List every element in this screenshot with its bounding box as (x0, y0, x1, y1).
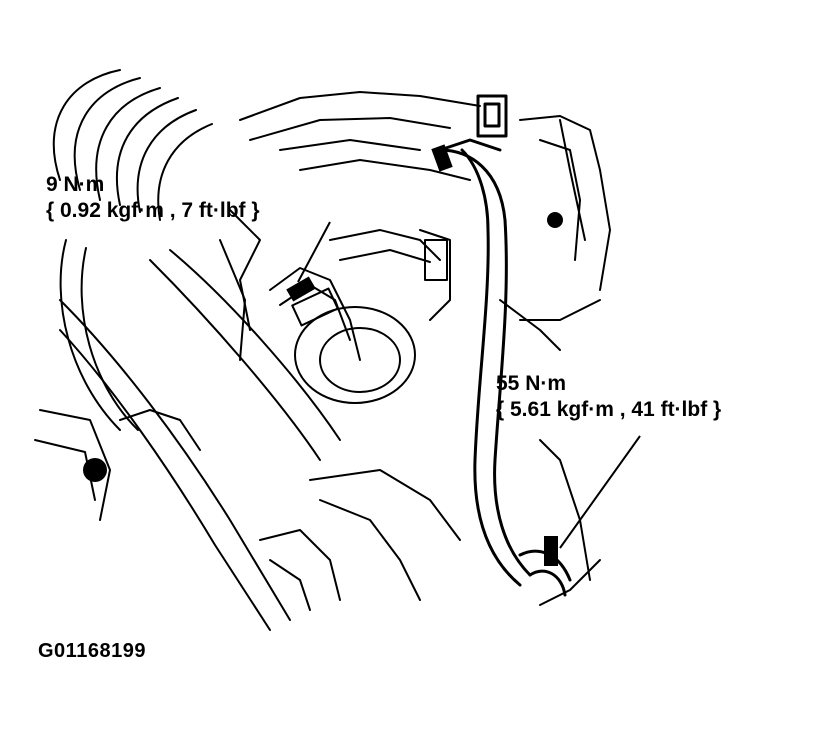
left-arc-lines (54, 70, 212, 430)
leader-line-lower (560, 436, 640, 548)
lower-clamp-fastener (544, 536, 558, 566)
right-bolt (547, 212, 563, 228)
torque-value-lower-converted: { 5.61 kgf·m , 41 ft·lbf } (496, 398, 722, 421)
upper-clamp-fastener (286, 276, 316, 302)
torque-callout-upper: 9 N·m { 0.92 kgf·m , 7 ft·lbf } (46, 172, 260, 224)
main-pipe (440, 96, 570, 595)
leader-line-upper (298, 222, 330, 282)
top-pipe-clamp (431, 144, 453, 172)
upper-bracket (270, 230, 450, 403)
figure-code: G01168199 (38, 640, 146, 662)
left-hoses (60, 250, 340, 630)
torque-callout-lower: 55 N·m { 5.61 kgf·m , 41 ft·lbf } (496, 371, 721, 423)
torque-value-lower-nm: 55 N·m (496, 372, 567, 395)
leader-lines (298, 222, 640, 548)
torque-value-upper-nm: 9 N·m (46, 173, 105, 196)
background-structure (35, 92, 610, 610)
left-bolt (83, 458, 107, 482)
fasteners (83, 144, 563, 566)
torque-value-upper-converted: { 0.92 kgf·m , 7 ft·lbf } (46, 199, 260, 222)
